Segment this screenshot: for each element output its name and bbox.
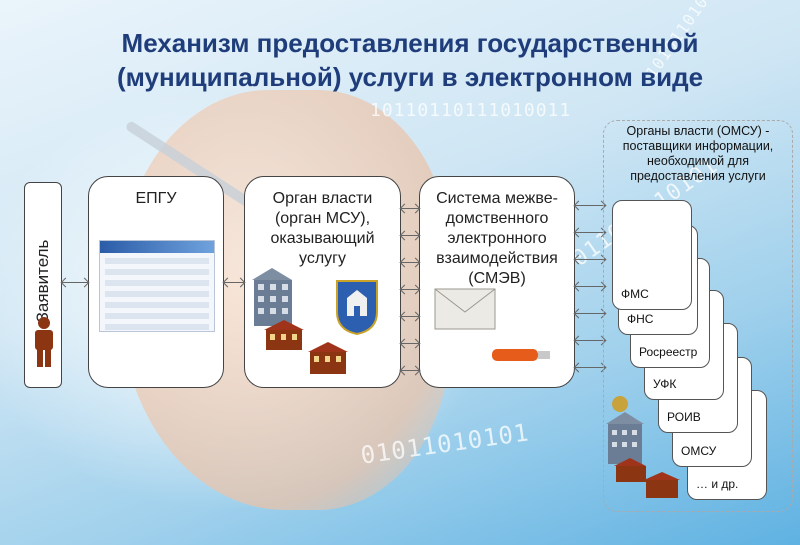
coat-of-arms-icon — [336, 280, 378, 336]
arrow-authority-smev — [401, 289, 419, 290]
suppliers-title: Органы власти (ОМСУ) - поставщики информ… — [622, 124, 774, 183]
arrow-authority-smev — [401, 262, 419, 263]
arrow-smev-suppliers — [575, 232, 605, 233]
title-line-1: Механизм предоставления государственной — [121, 28, 699, 58]
epgu-title: ЕПГУ — [135, 190, 177, 207]
authority-title: Орган власти (орган МСУ), оказывающий ус… — [270, 190, 375, 267]
arrow-authority-smev — [401, 343, 419, 344]
portal-screenshot — [99, 240, 215, 332]
smev-title: Система межве-домственного электронного … — [436, 190, 558, 287]
arrow-authority-smev — [401, 235, 419, 236]
usb-drive-icon — [492, 349, 550, 361]
page-title: Механизм предоставления государственной … — [60, 26, 760, 94]
arrow-smev-suppliers — [575, 313, 605, 314]
suppliers-area — [603, 120, 793, 512]
arrow-epgu-authority — [224, 282, 244, 283]
government-buildings-icon — [606, 396, 680, 498]
arrow-smev-suppliers — [575, 259, 605, 260]
building-icon — [252, 268, 348, 374]
arrow-authority-smev — [401, 316, 419, 317]
arrow-smev-suppliers — [575, 340, 605, 341]
arrow-smev-suppliers — [575, 367, 605, 368]
envelope-icon — [434, 288, 496, 330]
arrow-applicant-epgu — [62, 282, 88, 283]
binary-decoration: 10110110111010011 — [370, 100, 572, 121]
arrow-smev-suppliers — [575, 286, 605, 287]
title-line-2: (муниципальной) услуги в электронном вид… — [116, 62, 704, 92]
person-icon — [35, 317, 53, 367]
arrow-authority-smev — [401, 208, 419, 209]
supplier-card-fms: ФМС — [612, 200, 692, 310]
arrow-authority-smev — [401, 370, 419, 371]
arrow-smev-suppliers — [575, 205, 605, 206]
applicant-box: Заявитель — [24, 182, 62, 388]
